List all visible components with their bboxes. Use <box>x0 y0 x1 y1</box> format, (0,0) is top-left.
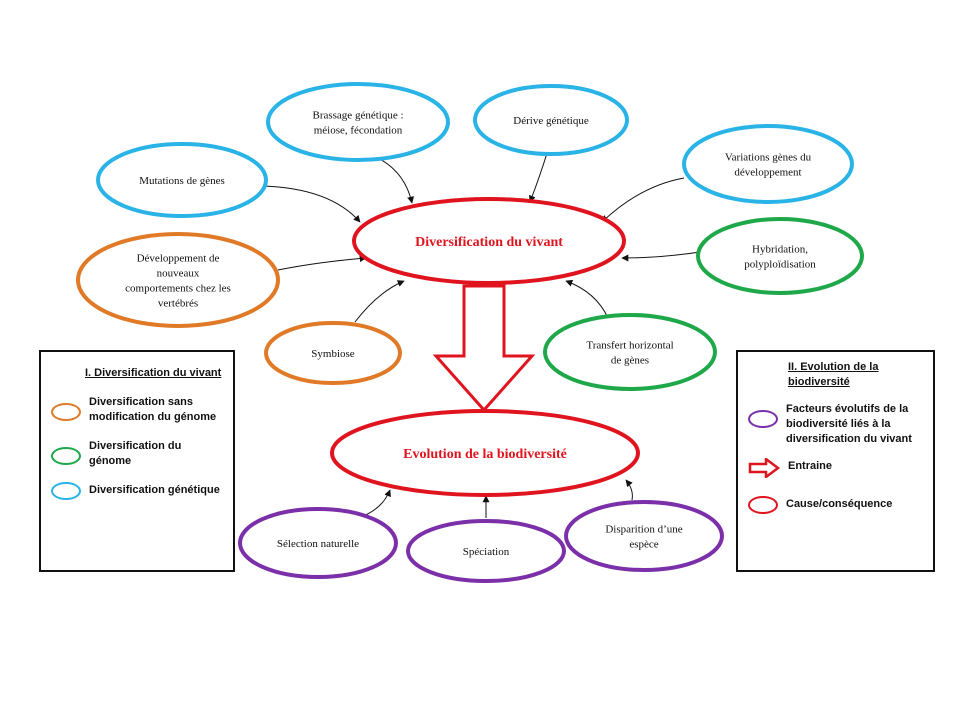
node-text-line: espèce <box>629 539 658 551</box>
legend-right-item: Entraine <box>748 456 923 481</box>
red-oval-icon <box>748 496 778 514</box>
node-variations-text: Variations gènes du développement <box>725 152 812 179</box>
node-hybridation: Hybridation, polyploïdisation <box>696 217 864 295</box>
entraine-arrow <box>432 284 536 413</box>
center-evolution: Evolution de la biodiversité <box>330 409 640 497</box>
legend-left-item: Diversification sans modification du gén… <box>51 395 223 425</box>
connector-disparition <box>625 479 633 501</box>
node-symbiose-text: Symbiose <box>311 348 355 360</box>
node-disparition: Disparition d’une espèce <box>564 500 724 572</box>
node-hybridation-text: Hybridation, polyploïdisation <box>744 244 816 271</box>
legend-right-item-label: Entraine <box>788 460 833 472</box>
node-text-line: méiose, fécondation <box>314 125 403 137</box>
node-text-line: développement <box>734 167 801 179</box>
red-arrow-icon <box>748 456 781 481</box>
node-text-line: Mutations de gènes <box>139 175 225 187</box>
legend-left-item: Diversification du génome <box>51 439 223 469</box>
connector-mutations <box>261 185 361 223</box>
node-text-line: Brassage génétique : <box>312 110 403 122</box>
legend-left: I. Diversification du vivant Diversifica… <box>39 350 235 572</box>
center-diversification-text: Diversification du vivant <box>415 235 563 250</box>
connector-transfert <box>565 279 609 319</box>
node-text-line: de gènes <box>611 355 649 367</box>
connector-comportements <box>277 255 367 271</box>
node-text-line: polyploïdisation <box>744 259 816 271</box>
node-text-line: Variations gènes du <box>725 152 812 164</box>
legend-left-item: Diversification génétique <box>51 482 223 500</box>
node-mutations-text: Mutations de gènes <box>139 175 225 187</box>
node-speciation: Spéciation <box>406 519 566 583</box>
node-text-line: vertébrés <box>158 298 198 310</box>
purple-oval-icon <box>748 410 778 428</box>
blue-oval-icon <box>51 482 81 500</box>
legend-left-item-label: Diversification sans modification du gén… <box>89 396 217 423</box>
node-text-line: Transfert horizontal <box>586 340 673 352</box>
node-comportements: Développement de nouveaux comportements ch… <box>76 232 280 328</box>
node-symbiose: Symbiose <box>264 321 402 385</box>
legend-right-title: II. Evolution de la biodiversité <box>788 361 879 388</box>
node-text-line: Disparition d’une <box>605 524 682 536</box>
connector-symbiose <box>354 280 405 323</box>
node-transfert: Transfert horizontal de gènes <box>543 313 717 391</box>
connector-variations <box>601 177 685 223</box>
legend-left-item-label: Diversification du génome <box>89 440 182 467</box>
legend-right-item: Cause/conséquence <box>748 496 923 514</box>
node-comportements-text: Développement de nouveaux comportements ch… <box>125 253 231 310</box>
node-text-line: Développement de <box>137 253 220 265</box>
legend-right-item: Facteurs évolutifs de la biodiversité li… <box>748 402 923 447</box>
legend-right-item-label: Facteurs évolutifs de la biodiversité li… <box>786 403 912 445</box>
connector-hybridation <box>621 251 701 262</box>
node-mutations: Mutations de gènes <box>96 142 268 218</box>
node-disparition-text: Disparition d’une espèce <box>605 524 682 551</box>
legend-right: II. Evolution de la biodiversité Facteur… <box>736 350 935 572</box>
node-brassage: Brassage génétique : méiose, fécondation <box>266 82 450 162</box>
node-text-line: Spéciation <box>463 546 510 558</box>
node-derive-text: Dérive génétique <box>513 115 589 127</box>
legend-right-item-label: Cause/conséquence <box>786 498 893 510</box>
node-text-line: Dérive génétique <box>513 115 589 127</box>
legend-left-item-label: Diversification génétique <box>89 484 220 496</box>
node-text-line: Sélection naturelle <box>277 538 359 550</box>
node-speciation-text: Spéciation <box>463 546 510 558</box>
node-variations: Variations gènes du développement <box>682 124 854 204</box>
center-diversification: Diversification du vivant <box>352 197 626 285</box>
node-derive: Dérive génétique <box>473 84 629 156</box>
node-selection-text: Sélection naturelle <box>277 538 359 550</box>
node-text-line: comportements chez les <box>125 283 231 295</box>
node-text-line: Symbiose <box>311 348 355 360</box>
connector-brassage <box>377 157 415 204</box>
green-oval-icon <box>51 447 81 465</box>
orange-oval-icon <box>51 403 81 421</box>
node-transfert-text: Transfert horizontal de gènes <box>586 340 673 367</box>
connector-derive <box>528 149 549 203</box>
node-brassage-text: Brassage génétique : méiose, fécondation <box>312 110 403 137</box>
node-selection: Sélection naturelle <box>238 507 398 579</box>
node-text-line: Hybridation, <box>752 244 808 256</box>
center-evolution-text: Evolution de la biodiversité <box>403 447 567 462</box>
legend-left-title: I. Diversification du vivant <box>85 367 222 379</box>
node-text-line: nouveaux <box>157 268 200 280</box>
